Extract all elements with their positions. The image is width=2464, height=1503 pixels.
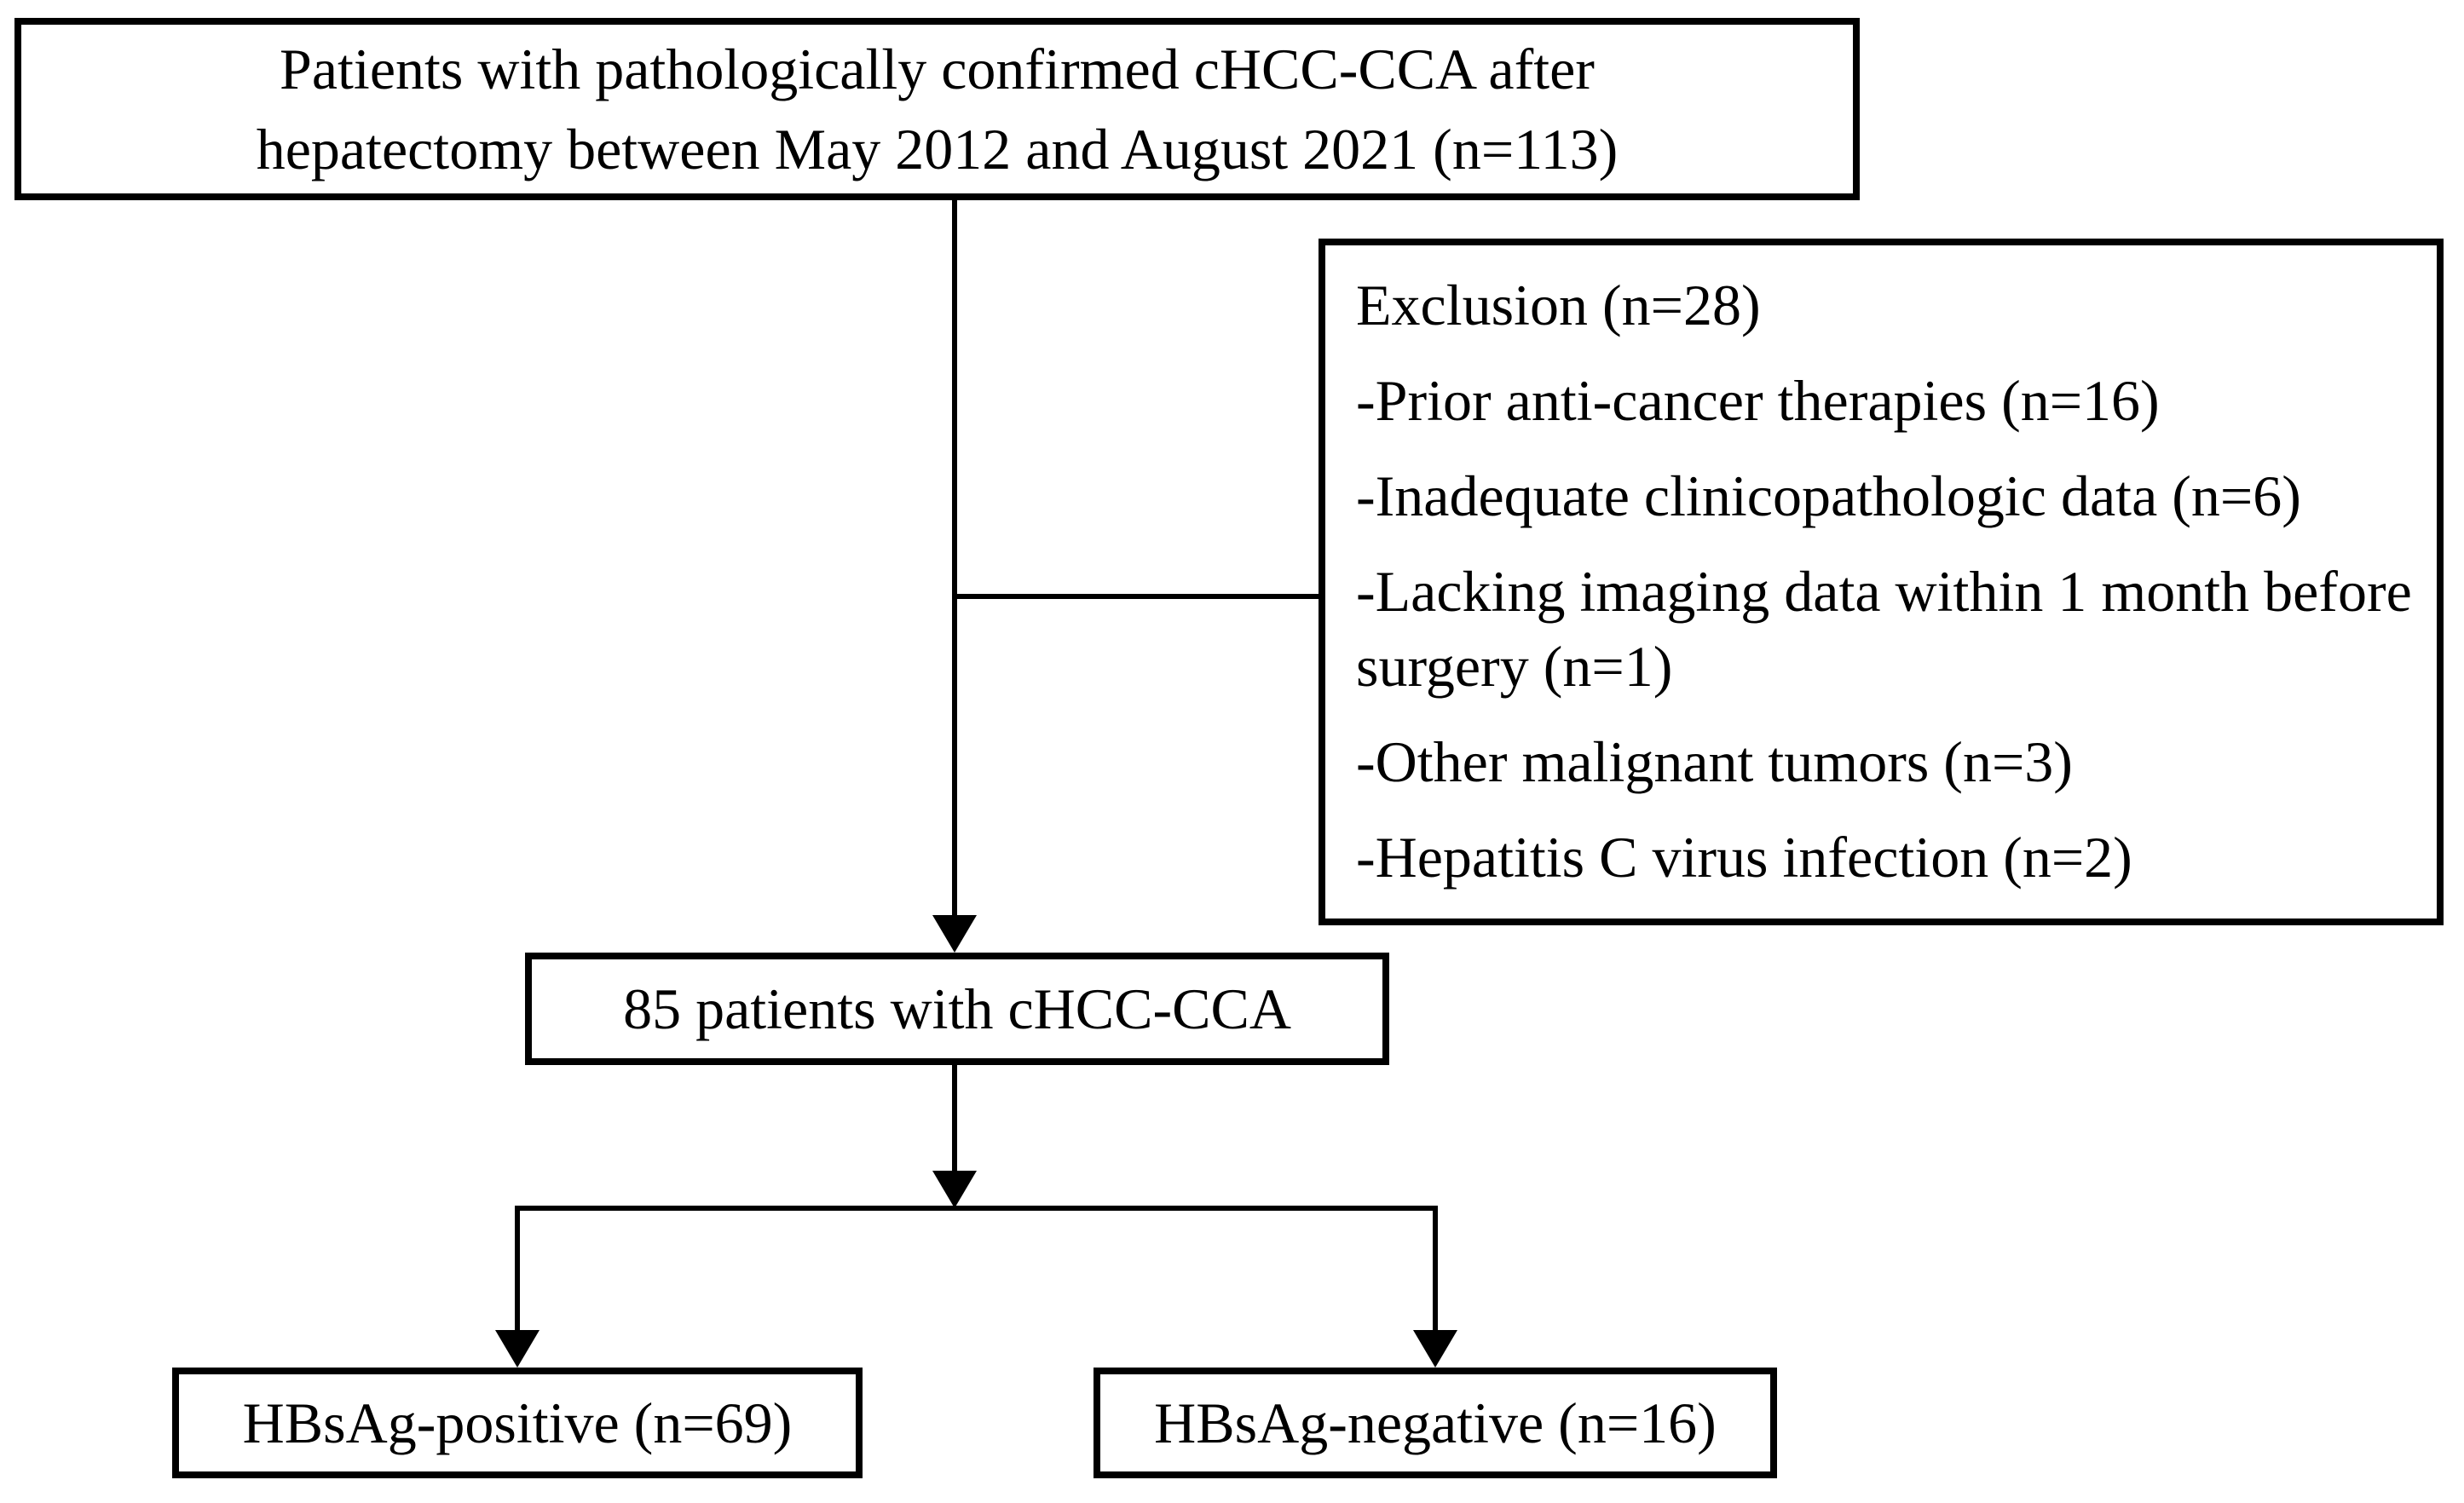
connector-left-branch [515, 1206, 520, 1332]
exclusion-item-other-tumors: -Other malignant tumors (n=3) [1356, 729, 2073, 794]
hbsag-negative-box: HBsAg-negative (n=16) [1094, 1368, 1777, 1478]
hbsag-positive-box: HBsAg-positive (n=69) [172, 1368, 863, 1478]
arrowhead-into-positive-box [495, 1330, 540, 1368]
exclusion-box: Exclusion (n=28) -Prior anti-cancer ther… [1319, 239, 2444, 925]
exclusion-item-hepatitis-c: -Hepatitis C virus infection (n=2) [1356, 825, 2132, 890]
connector-branch-to-exclusion [952, 594, 1319, 599]
connector-top-to-included [952, 200, 957, 918]
included-patients-box: 85 patients with cHCC-CCA [525, 953, 1389, 1065]
hbsag-negative-text: HBsAg-negative (n=16) [1154, 1390, 1717, 1455]
exclusion-item-prior-therapies: -Prior anti-cancer therapies (n=16) [1356, 368, 2160, 433]
connector-right-branch [1433, 1206, 1438, 1332]
hbsag-positive-text: HBsAg-positive (n=69) [242, 1390, 793, 1455]
split-horizontal-line [515, 1206, 1438, 1211]
included-patients-text: 85 patients with cHCC-CCA [623, 976, 1291, 1041]
connector-included-to-split [952, 1065, 957, 1172]
enrollment-text-line1: Patients with pathologically confirmed c… [280, 37, 1595, 101]
exclusion-title: Exclusion (n=28) [1356, 273, 1761, 337]
exclusion-item-inadequate-data: -Inadequate clinicopathologic data (n=6) [1356, 464, 2301, 528]
arrowhead-into-included-box [932, 915, 977, 953]
enrollment-text-line2: hepatectomy between May 2012 and August … [256, 117, 1619, 181]
exclusion-item-lacking-imaging: -Lacking imaging data within 1 month bef… [1356, 559, 2412, 699]
arrowhead-at-split [932, 1171, 977, 1208]
enrollment-box: Patients with pathologically confirmed c… [14, 18, 1860, 200]
arrowhead-into-negative-box [1413, 1330, 1457, 1368]
